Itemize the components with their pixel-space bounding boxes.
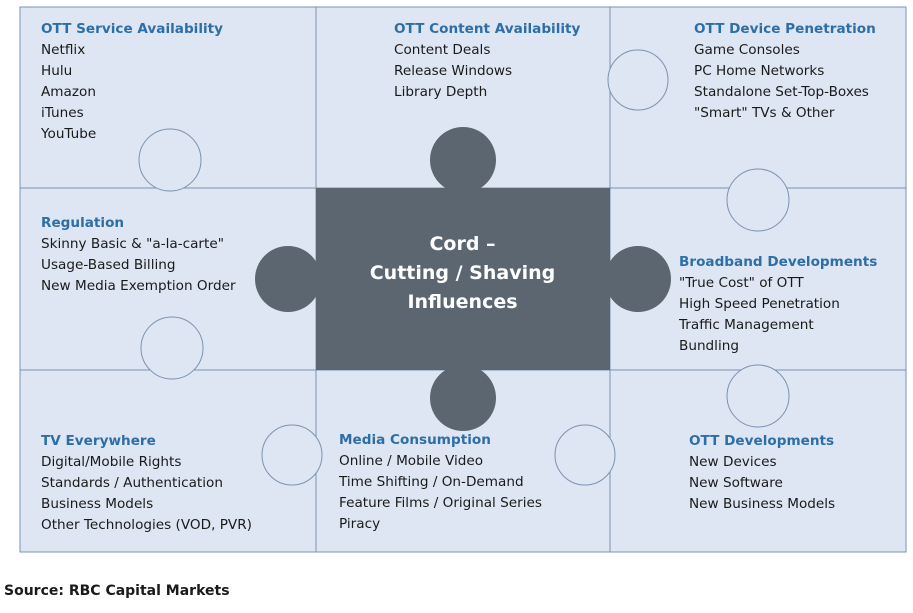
list-item: Business Models: [41, 496, 154, 512]
knob: [554, 424, 616, 486]
list-item: Library Depth: [394, 84, 488, 100]
list-item: Usage-Based Billing: [41, 257, 176, 273]
knob: [138, 128, 202, 192]
broadband-developments: Broadband Developments "True Cost" of OT…: [679, 252, 877, 357]
list-item: Standards / Authentication: [41, 475, 223, 491]
outer-pieces: [19, 6, 907, 553]
center-piece: [255, 127, 671, 431]
list-item: New Devices: [689, 454, 777, 470]
knob: [140, 316, 204, 380]
center-line: Influences: [407, 291, 518, 313]
center-knob-right: [605, 246, 671, 312]
knob: [726, 364, 790, 428]
media-title: Media Consumption: [339, 432, 491, 448]
list-item: Piracy: [339, 516, 381, 532]
list-item: Bundling: [679, 338, 739, 354]
source-note: Source: RBC Capital Markets: [4, 583, 230, 599]
list-item: New Business Models: [689, 496, 836, 512]
list-item: "Smart" TVs & Other: [694, 105, 835, 121]
list-item: PC Home Networks: [694, 63, 825, 79]
ott-developments: OTT Developments New Devices New Softwar…: [689, 431, 835, 515]
ott-content-title: OTT Content Availability: [394, 21, 581, 37]
list-item: Amazon: [41, 84, 96, 100]
list-item: Traffic Management: [679, 317, 814, 333]
list-item: Release Windows: [394, 63, 513, 79]
broadband-title: Broadband Developments: [679, 254, 878, 270]
ott-content-availability: OTT Content Availability Content Deals R…: [394, 19, 580, 103]
ott-device-penetration: OTT Device Penetration Game Consoles PC …: [694, 19, 876, 124]
knob: [726, 168, 790, 232]
list-item: YouTube: [41, 126, 97, 142]
list-item: Other Technologies (VOD, PVR): [41, 517, 252, 533]
center-body: [316, 188, 610, 370]
knob: [607, 49, 669, 111]
list-item: "True Cost" of OTT: [679, 275, 804, 291]
ott-device-title: OTT Device Penetration: [694, 21, 876, 37]
center-line: Cutting / Shaving: [369, 262, 556, 284]
center-line: Cord –: [429, 233, 496, 255]
list-item: Digital/Mobile Rights: [41, 454, 182, 470]
regulation: Regulation Skinny Basic & "a-la-carte" U…: [41, 213, 236, 297]
list-item: Online / Mobile Video: [339, 453, 484, 469]
tv-everywhere: TV Everywhere Digital/Mobile Rights Stan…: [41, 431, 252, 536]
ott-service-availability: OTT Service Availability Netflix Hulu Am…: [41, 19, 223, 145]
center-title: Cord – Cutting / Shaving Influences: [316, 230, 609, 317]
center-knob-left: [255, 246, 321, 312]
ott-service-title: OTT Service Availability: [41, 21, 224, 37]
list-item: Feature Films / Original Series: [339, 495, 542, 511]
list-item: Standalone Set-Top-Boxes: [694, 84, 869, 100]
list-item: Time Shifting / On-Demand: [339, 474, 524, 490]
list-item: Game Consoles: [694, 42, 800, 58]
list-item: Netflix: [41, 42, 86, 58]
tv-everywhere-title: TV Everywhere: [41, 433, 156, 449]
knob: [261, 424, 323, 486]
media-consumption: Media Consumption Online / Mobile Video …: [339, 430, 542, 535]
regulation-title: Regulation: [41, 215, 125, 231]
puzzle-knobs: [138, 49, 790, 486]
list-item: New Media Exemption Order: [41, 278, 236, 294]
list-item: New Software: [689, 475, 783, 491]
center-knob-top: [430, 127, 496, 193]
ott-developments-title: OTT Developments: [689, 433, 835, 449]
list-item: Content Deals: [394, 42, 491, 58]
list-item: iTunes: [41, 105, 84, 121]
list-item: High Speed Penetration: [679, 296, 840, 312]
center-knob-bottom: [430, 365, 496, 431]
list-item: Skinny Basic & "a-la-carte": [41, 236, 224, 252]
list-item: Hulu: [41, 63, 73, 79]
